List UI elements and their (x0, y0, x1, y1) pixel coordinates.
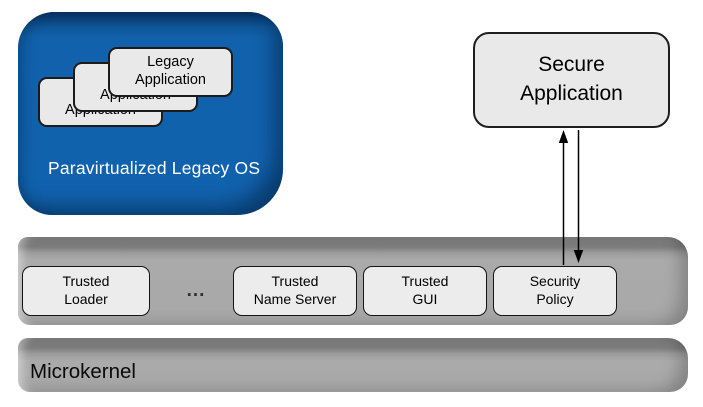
legacy-application-label-line2: Application (135, 72, 206, 88)
secure-application-label-line1: Secure (538, 53, 605, 77)
secure-application-label-line2: Application (520, 82, 623, 105)
paravirtualized-legacy-os-label: Paravirtualized Legacy OS (48, 158, 261, 178)
trusted-name-server-label-line2: Name Server (253, 291, 337, 307)
paravirtualized-legacy-os-block: Legacy Application Legacy Application Le… (18, 12, 283, 215)
trusted-loader-box: Trusted Loader (22, 266, 150, 316)
microkernel-label: Microkernel (30, 360, 136, 383)
trusted-loader-label-line1: Trusted (62, 273, 110, 290)
microkernel-bar (18, 338, 688, 392)
secure-application-box: Secure Application (473, 32, 670, 128)
trusted-gui-box: Trusted GUI (363, 266, 487, 316)
security-policy-label-line1: Security (529, 273, 581, 290)
legacy-application-label-line1: Legacy (147, 54, 194, 71)
trusted-name-server-label-line1: Trusted (271, 273, 319, 290)
legacy-application-box: Legacy Application (108, 47, 233, 97)
trusted-gui-label-line1: Trusted (401, 273, 449, 290)
security-policy-label-line2: Policy (536, 291, 574, 307)
trusted-loader-label-line2: Loader (64, 291, 108, 307)
trusted-gui-label-line2: GUI (412, 291, 438, 307)
trusted-name-server-box: Trusted Name Server (233, 266, 357, 316)
ellipsis-label: ... (186, 280, 206, 301)
security-policy-box: Security Policy (493, 266, 617, 316)
